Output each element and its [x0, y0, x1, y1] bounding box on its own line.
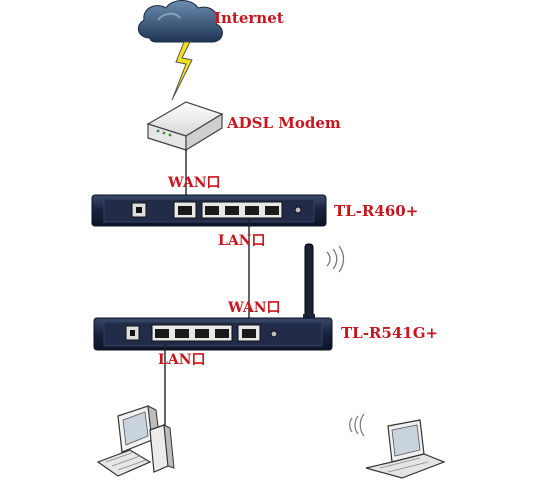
- internet-label: Internet: [214, 9, 284, 27]
- desktop-computer-icon: [96, 405, 175, 477]
- modem-icon: [146, 101, 224, 152]
- router2-wan-port-label: WAN口: [228, 300, 281, 316]
- router1-lan-port-label: LAN口: [218, 233, 266, 249]
- antenna-icon: [303, 243, 315, 324]
- wifi-waves-icon: [326, 245, 345, 273]
- lightning-bolt-icon: [171, 41, 193, 101]
- wireless-router-icon: [93, 317, 333, 351]
- modem-label: ADSL Modem: [227, 114, 341, 132]
- laptop-wifi-waves-icon: [349, 413, 365, 437]
- router2-lan-port-label: LAN口: [158, 352, 206, 368]
- cloud-icon: [137, 0, 223, 43]
- router1-model-label: TL-R460+: [334, 202, 419, 220]
- router2-model-label: TL-R541G+: [341, 324, 439, 342]
- laptop-icon: [365, 419, 446, 479]
- router1-wan-port-label: WAN口: [168, 175, 221, 191]
- router-icon: [91, 194, 327, 227]
